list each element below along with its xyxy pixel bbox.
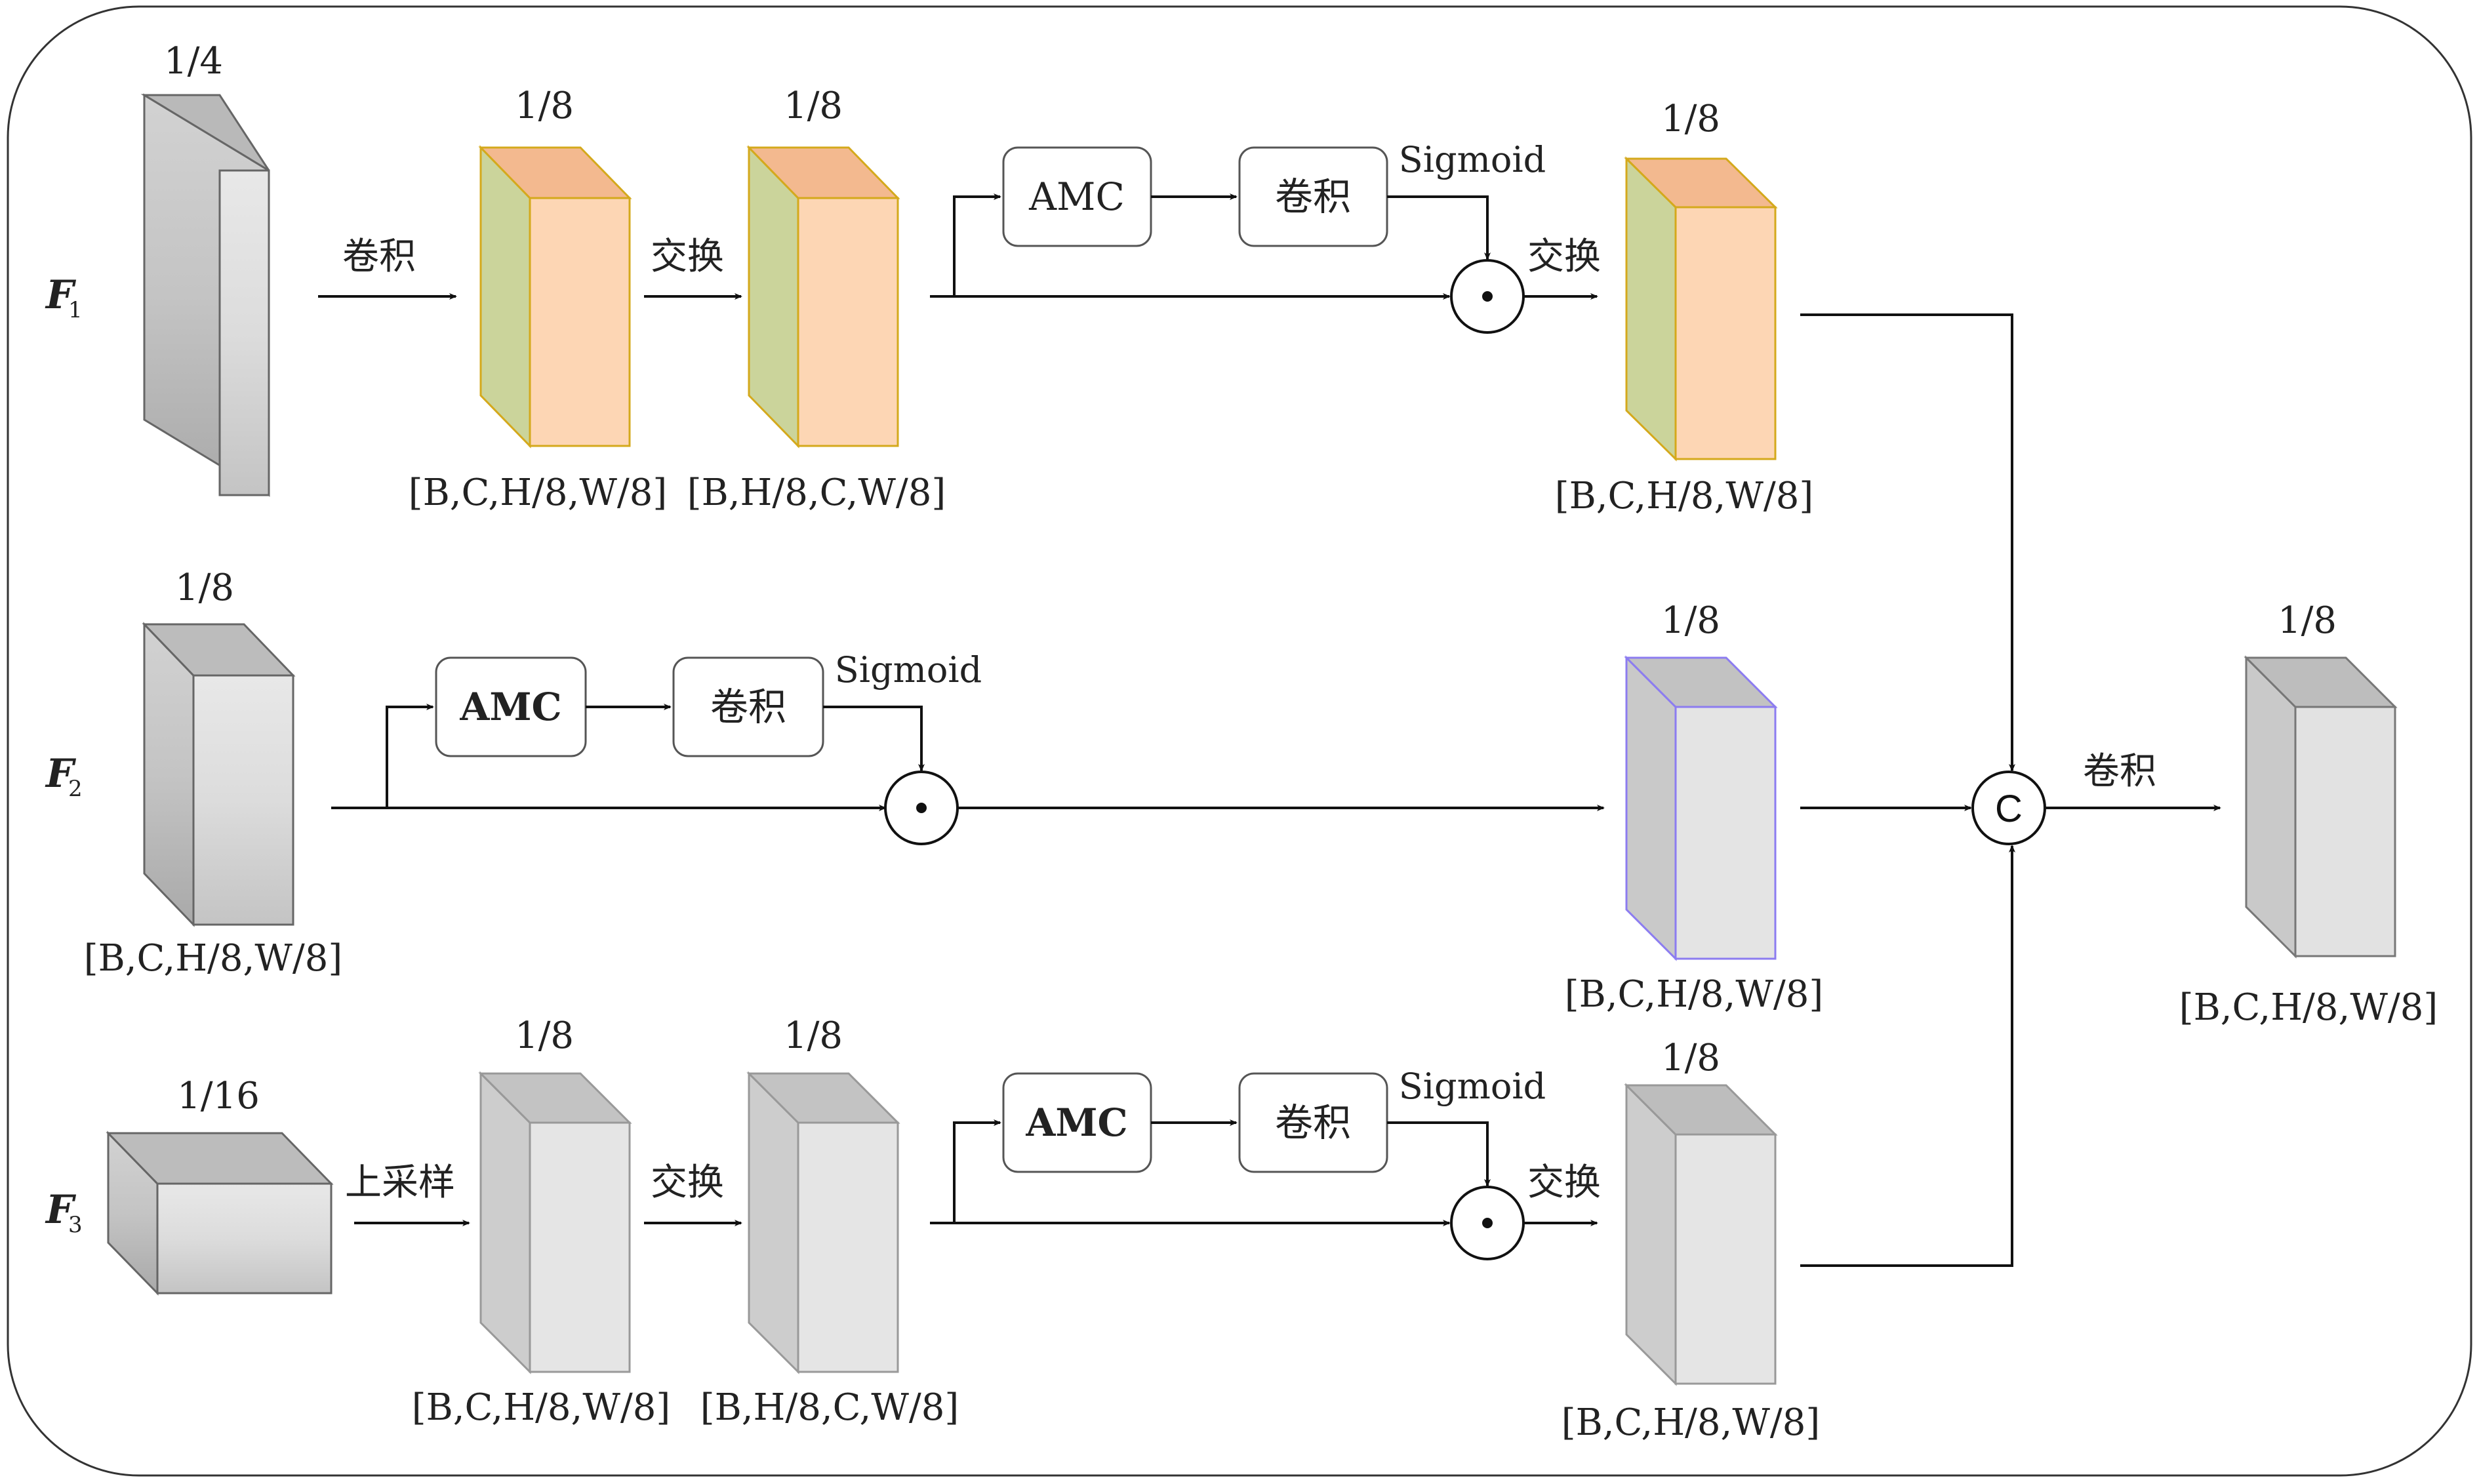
edge-r2-to-amc [386, 704, 434, 808]
final-output-shape: [B,C,H/8,W/8] [2179, 986, 2438, 1029]
r2-conv-op-label: 卷积 [710, 685, 786, 729]
edge-label-final-conv: 卷积 [2083, 750, 2156, 793]
r1-output-scale: 1/8 [1661, 98, 1720, 140]
edge-r3-sigmoid [1387, 1121, 1491, 1187]
r1-conv-block [478, 145, 632, 449]
f3-input-scale: 1/16 [177, 1075, 260, 1117]
final-output-scale: 1/8 [2278, 599, 2337, 642]
edge-label-r1-conv: 卷积 [342, 235, 416, 278]
r3-sigmoid-label: Sigmoid [1399, 1066, 1546, 1107]
r3-up-scale: 1/8 [515, 1014, 574, 1057]
f2-sub: 2 [68, 776, 83, 802]
r2-amc-label: AMC [459, 685, 561, 729]
r3-amc-label: AMC [1025, 1100, 1127, 1145]
f1-input-scale: 1/4 [164, 40, 223, 83]
f3-letter: F [45, 1187, 77, 1233]
r1-swap-block [746, 145, 900, 449]
r2-dot-icon [916, 803, 927, 813]
input-label-f1: F 1 [45, 272, 83, 323]
edge-r3-to-concat [1800, 845, 2015, 1267]
r2-output-shape: [B,C,H/8,W/8] [1565, 973, 1824, 1016]
edge-label-r3-swap-out: 交换 [1527, 1161, 1601, 1204]
r1-output-shape: [B,C,H/8,W/8] [1555, 475, 1814, 517]
concat-label: C [1995, 788, 2023, 830]
edge-label-r1-swap: 交换 [651, 235, 724, 278]
r1-conv-shape: [B,C,H/8,W/8] [409, 471, 668, 514]
edge-r3-to-amc [953, 1119, 1001, 1223]
r3-conv-op-label: 卷积 [1275, 1100, 1351, 1145]
f3-input-block [106, 1131, 334, 1296]
edge-r1-to-concat [1800, 313, 2015, 772]
r3-up-block [478, 1071, 632, 1374]
r1-amc-label: AMC [1028, 174, 1125, 219]
edge-r1-to-amc [953, 193, 1001, 296]
r1-output-block [1624, 156, 1778, 462]
f1-input-block [140, 93, 270, 497]
r1-dot-icon [1482, 291, 1493, 302]
r3-up-shape: [B,C,H/8,W/8] [412, 1386, 671, 1429]
edge-r2-sigmoid [823, 706, 925, 772]
f1-letter: F [45, 272, 77, 318]
r2-sigmoid-label: Sigmoid [835, 649, 982, 691]
r3-output-block [1624, 1083, 1778, 1386]
r3-output-scale: 1/8 [1661, 1037, 1720, 1079]
r2-output-scale: 1/8 [1661, 599, 1720, 642]
edge-label-r3-swap: 交换 [651, 1161, 724, 1204]
r1-sigmoid-label: Sigmoid [1399, 139, 1546, 180]
edge-r1-sigmoid [1387, 195, 1491, 260]
final-output-block [2244, 655, 2398, 959]
f3-sub: 3 [68, 1212, 83, 1238]
input-label-f2: F 2 [45, 751, 83, 802]
edge-label-r3-up: 上采样 [345, 1161, 455, 1204]
f2-input-shape: [B,C,H/8,W/8] [84, 937, 343, 980]
f2-input-block [142, 622, 296, 927]
r3-dot-icon [1482, 1218, 1493, 1228]
r1-swap-shape: [B,H/8,C,W/8] [687, 471, 946, 514]
r1-swap-scale: 1/8 [784, 85, 843, 127]
f2-input-scale: 1/8 [175, 567, 234, 609]
r3-swap-block [746, 1071, 900, 1374]
r3-swap-scale: 1/8 [784, 1014, 843, 1057]
r1-conv-scale: 1/8 [515, 85, 574, 127]
r3-swap-shape: [B,H/8,C,W/8] [700, 1386, 959, 1429]
f1-sub: 1 [68, 297, 83, 323]
edge-label-r1-swap-out: 交换 [1527, 235, 1601, 278]
r1-conv-op-label: 卷积 [1275, 174, 1351, 219]
f2-letter: F [45, 751, 77, 797]
r3-output-shape: [B,C,H/8,W/8] [1562, 1401, 1821, 1444]
input-label-f3: F 3 [45, 1187, 83, 1238]
r2-output-block [1624, 655, 1778, 961]
